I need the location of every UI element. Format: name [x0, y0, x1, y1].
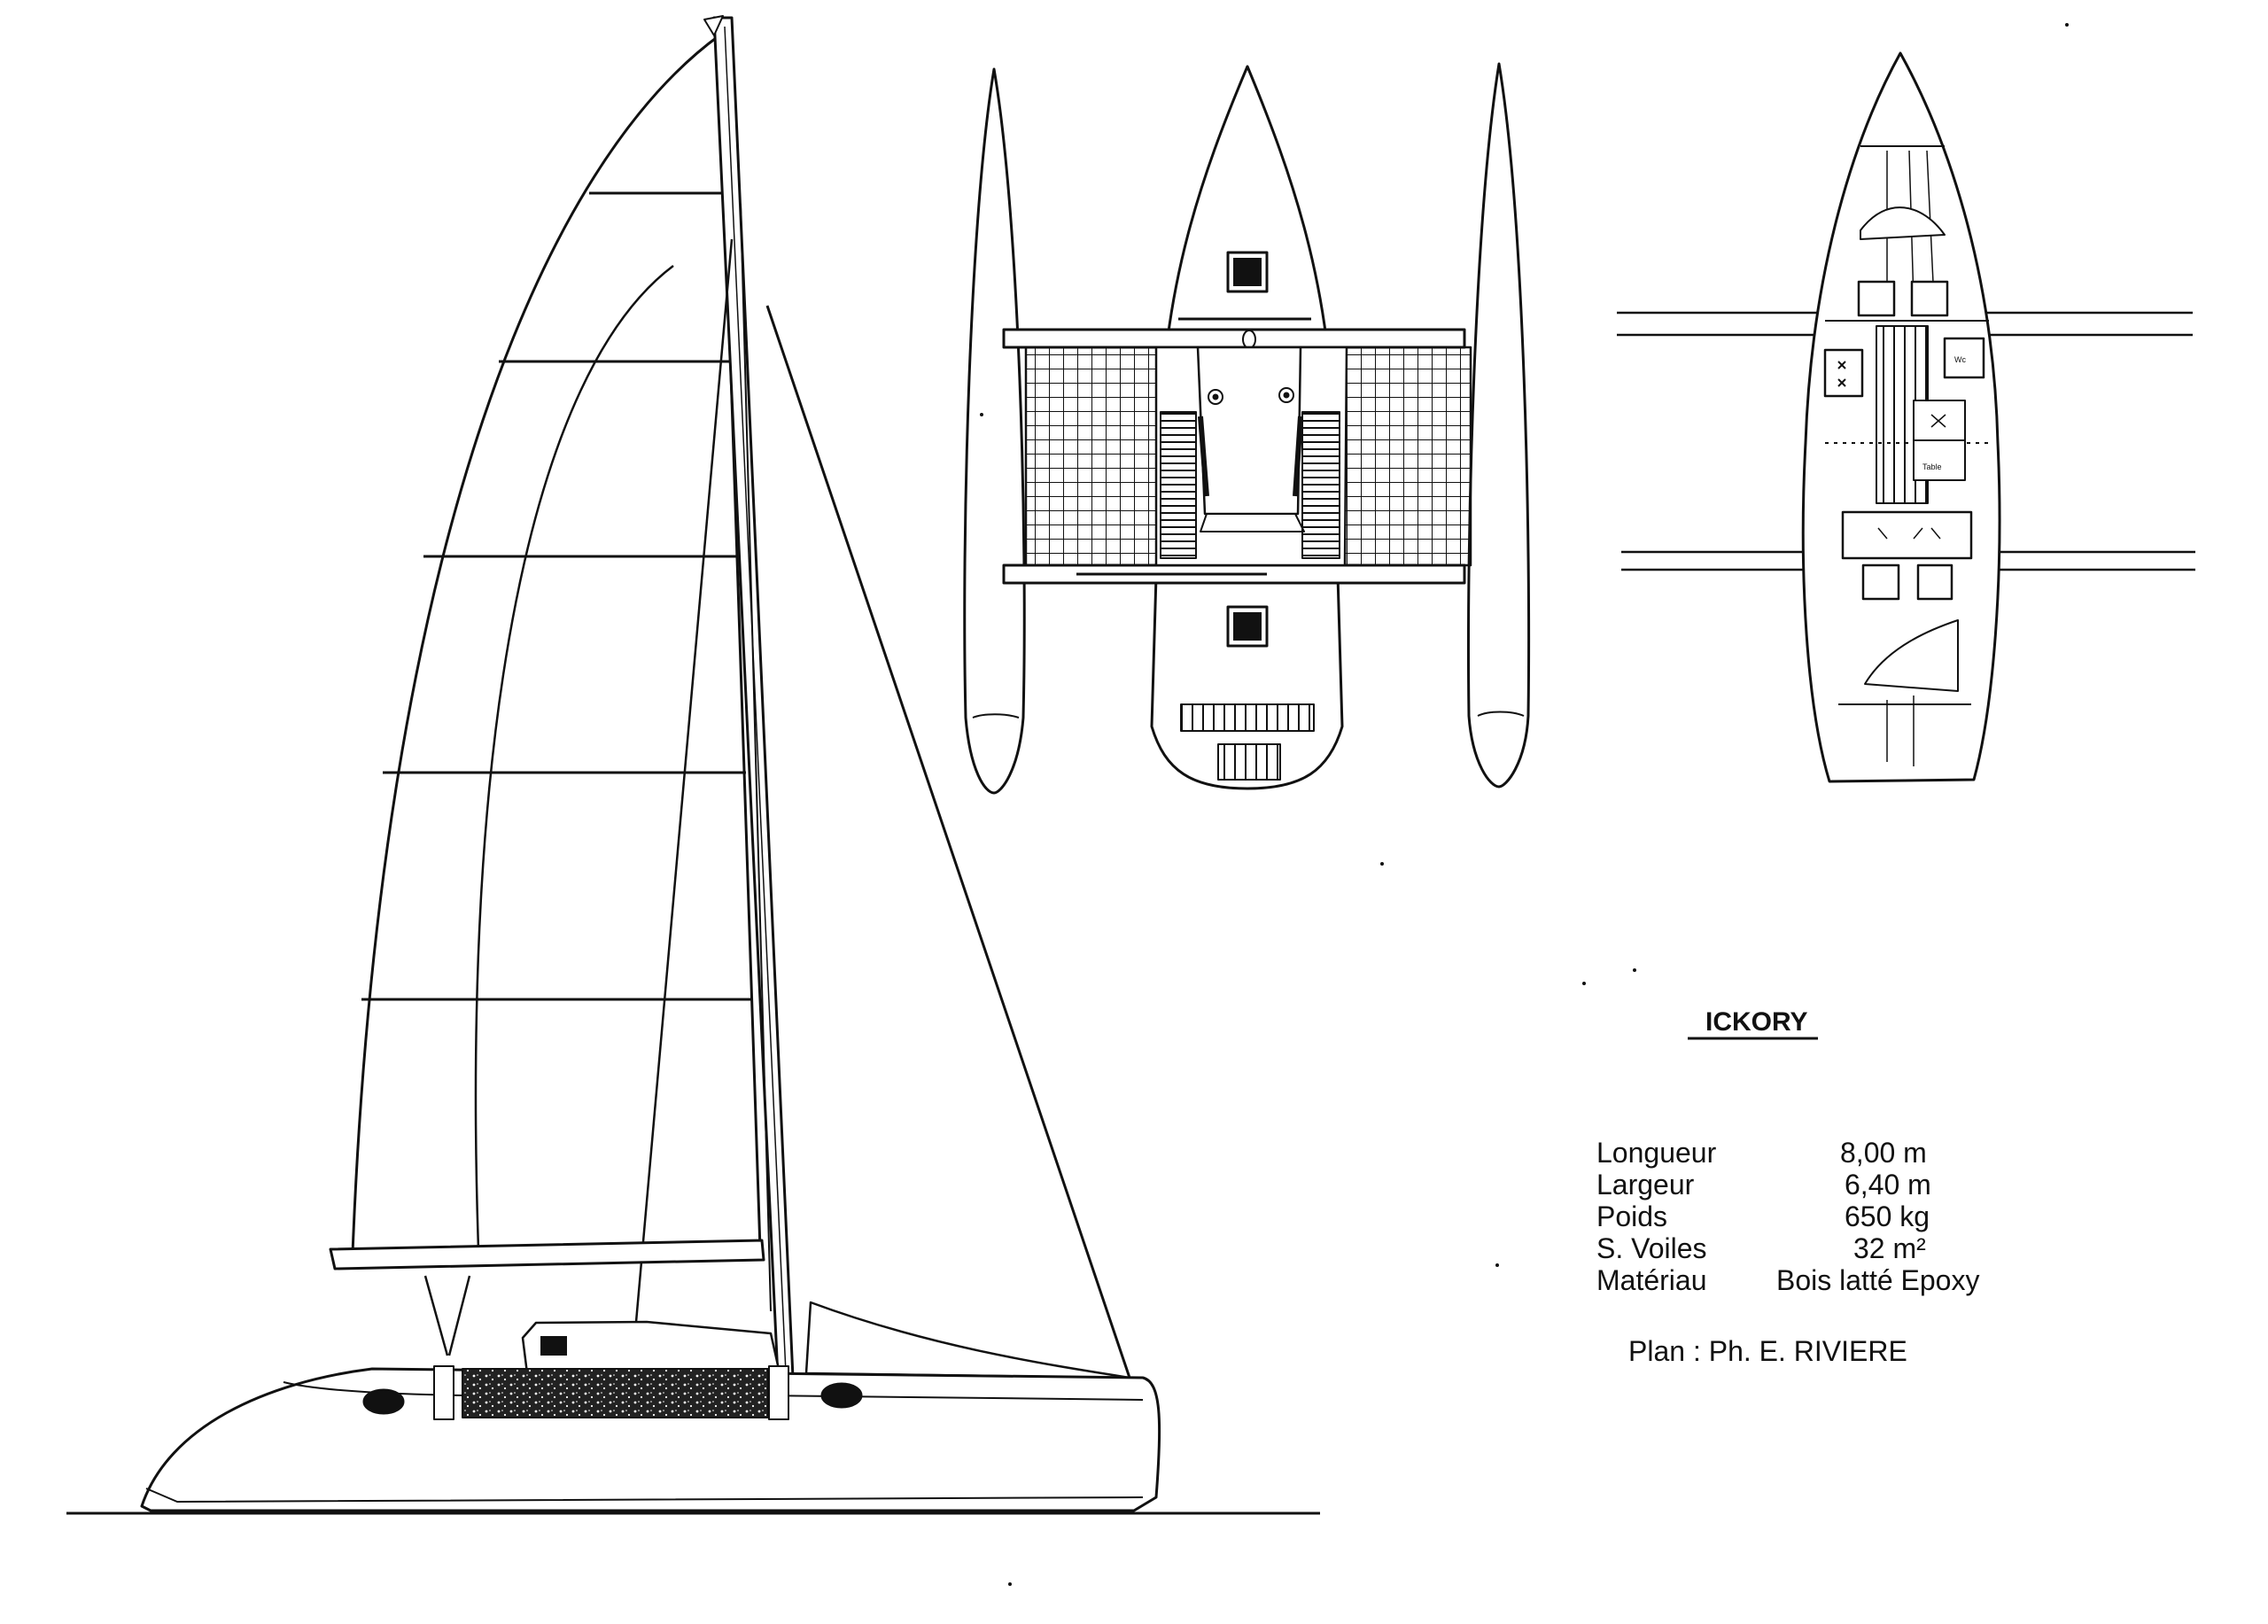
spec-label-length: Longueur [1596, 1137, 1717, 1169]
furled-jib [804, 1301, 1131, 1379]
port-float [963, 67, 1026, 795]
boat-name: ICKORY [1705, 1007, 1808, 1037]
spec-value-material: Bois latté Epoxy [1776, 1264, 1979, 1296]
plan-credit: Plan : Ph. E. RIVIERE [1628, 1335, 1907, 1367]
starboard-float [1466, 62, 1531, 789]
trampoline-side [462, 1368, 769, 1418]
side-elevation [66, 15, 1320, 1515]
spec-value-weight: 650 kg [1845, 1201, 1930, 1232]
spec-label-weight: Poids [1596, 1201, 1667, 1232]
table-label: Table [1922, 462, 1942, 471]
wc-label: Wc [1954, 355, 1966, 364]
spec-value-sail-area: 32 m² [1853, 1232, 1926, 1264]
forestay [765, 305, 1131, 1379]
port-trampoline [1024, 346, 1161, 567]
porthole-fwd [820, 1382, 863, 1409]
stray-marks [980, 23, 2069, 1586]
specification-block: ICKORY Longueur 8,00 m Largeur 6,40 m Po… [1596, 1007, 1979, 1367]
sidestay [629, 238, 734, 1383]
spec-value-beam: 6,40 m [1845, 1169, 1931, 1201]
deck-plan [963, 62, 1531, 795]
starboard-trampoline [1343, 346, 1472, 567]
spec-label-material: Matériau [1596, 1264, 1707, 1296]
table-block [1913, 439, 1966, 481]
galley-stove [1823, 348, 1864, 398]
mainsail [351, 34, 762, 1255]
interior-layout: Wc Table [1617, 51, 2195, 783]
cabin-window [540, 1336, 567, 1356]
sail-draft-curve [474, 265, 674, 1250]
forward-beam [1002, 328, 1466, 349]
wc-compartment [1943, 337, 1985, 379]
spec-label-beam: Largeur [1596, 1169, 1695, 1201]
boom [329, 1239, 765, 1270]
spec-value-length: 8,00 m [1840, 1137, 1927, 1169]
spec-label-sail-area: S. Voiles [1596, 1232, 1707, 1264]
porthole-aft [362, 1388, 405, 1415]
mainsail-battens [361, 191, 753, 1001]
